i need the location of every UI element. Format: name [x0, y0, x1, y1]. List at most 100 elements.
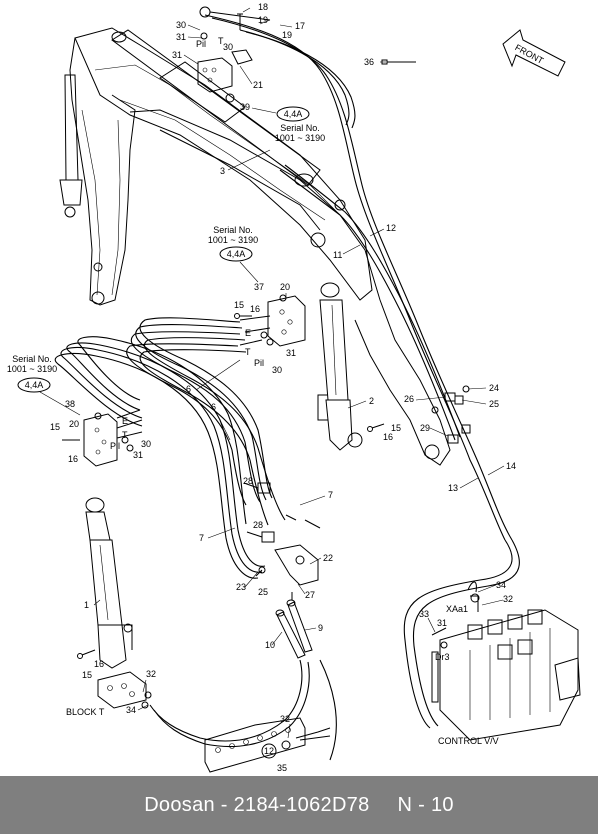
callout: 12	[264, 746, 274, 756]
serial-line1: Serial No.	[213, 225, 253, 235]
control-valve-label: CONTROL V/V	[438, 736, 499, 746]
callout: 18	[258, 2, 268, 12]
callout: 28	[243, 476, 253, 486]
callout: 19	[282, 30, 292, 40]
callout-ref: 39	[240, 102, 250, 112]
callout: 20	[69, 419, 79, 429]
callout: 11	[333, 250, 342, 260]
callout: 16	[68, 454, 78, 464]
callout: 31	[286, 348, 296, 358]
callout: 30	[141, 439, 151, 449]
callout: 16	[383, 432, 393, 442]
port-t: T	[122, 430, 128, 440]
top-valve-block	[197, 6, 271, 103]
block-t	[97, 671, 152, 709]
callout: 29	[420, 423, 430, 433]
callout: 16	[250, 304, 260, 314]
control-valve	[431, 581, 581, 741]
port-e: E	[245, 328, 251, 338]
callout: 15	[391, 423, 401, 433]
callout: 17	[295, 21, 305, 31]
serial-line2: 1001 ~ 3190	[208, 235, 258, 245]
callout: 2	[369, 396, 374, 406]
callout: 15	[50, 422, 60, 432]
port-pil: Pil	[196, 39, 206, 49]
document-code: Doosan - 2184-1062D78	[144, 793, 370, 816]
port-dr3: Dr3	[435, 652, 450, 662]
badge-text: 4,4A	[227, 249, 246, 259]
callout: 26	[404, 394, 414, 404]
callout: 3	[220, 166, 225, 176]
diagram-svg: .ln { stroke:#000; stroke-width:1; fill:…	[7, 2, 581, 773]
serial-line1: Serial No.	[12, 354, 52, 364]
port-t: T	[218, 36, 224, 46]
left-valve-block	[62, 409, 143, 467]
callout: 15	[82, 670, 92, 680]
serial-badge-top: 4,4A Serial No. 1001 ~ 3190 39	[240, 102, 325, 143]
callout: 34	[496, 580, 506, 590]
callout: 31	[172, 50, 182, 60]
callout: 30	[272, 365, 282, 375]
callout: 34	[126, 705, 136, 715]
callout: 32	[280, 714, 290, 724]
hose-loops-left	[54, 336, 266, 579]
badge-text: 4,4A	[284, 109, 303, 119]
callout: 12	[386, 223, 396, 233]
serial-line2: 1001 ~ 3190	[275, 133, 325, 143]
badge-text: 4,4A	[25, 380, 44, 390]
callout: 36	[364, 57, 374, 67]
callouts: 18 19 17 19 30 31 30 31 21 36 3 12 11 20…	[50, 2, 516, 773]
distribution-block	[204, 717, 331, 773]
serial-badge-left: Serial No. 1001 ~ 3190 4,4A 38	[7, 354, 81, 416]
boom-structure	[59, 27, 451, 466]
callout: 19	[258, 15, 268, 25]
callout: 22	[323, 553, 333, 563]
port-e: E	[122, 416, 128, 426]
callout: 28	[253, 520, 263, 530]
front-arrow-icon	[502, 29, 566, 77]
cylinder-1	[85, 497, 133, 669]
callout: 15	[234, 300, 244, 310]
callout: 24	[489, 383, 499, 393]
boom-hoses	[204, 14, 513, 541]
hydraulic-parts-diagram: .ln { stroke:#000; stroke-width:1; fill:…	[7, 2, 581, 773]
callout-ref: 37	[254, 282, 264, 292]
serial-badge-mid: Serial No. 1001 ~ 3190 4,4A 37	[208, 225, 264, 292]
serial-line1: Serial No.	[280, 123, 320, 133]
pipes-9-10	[275, 599, 313, 659]
callout: 31	[176, 32, 186, 42]
page-number: N - 10	[397, 793, 454, 816]
callout-ref: 38	[65, 399, 75, 409]
callout: 7	[328, 490, 333, 500]
arm-cylinder	[317, 282, 363, 451]
callout: 27	[305, 590, 315, 600]
middle-valve-block	[239, 294, 306, 347]
hose-loops-6	[126, 317, 286, 526]
boom-cylinder	[111, 29, 321, 187]
callout: 10	[265, 640, 275, 650]
port-pil: Pil	[254, 358, 264, 368]
fasteners	[77, 313, 385, 659]
callout: 30	[176, 20, 186, 30]
callout: 33	[419, 609, 429, 619]
front-label: FRONT	[513, 42, 545, 66]
callout: 32	[503, 594, 513, 604]
callout: 23	[236, 582, 246, 592]
callout: 25	[489, 399, 499, 409]
callout: 30	[223, 42, 233, 52]
callout: 6	[186, 384, 191, 394]
callout: 31	[437, 618, 447, 628]
leader-lines	[93, 7, 505, 739]
callout: 35	[277, 763, 287, 773]
callout: 7	[199, 533, 204, 543]
callout: 16	[94, 659, 104, 669]
bottom-hoses	[149, 539, 520, 761]
port-t: T	[245, 347, 251, 357]
serial-line2: 1001 ~ 3190	[7, 364, 57, 374]
footer-bar: Doosan - 2184-1062D78 N - 10	[0, 776, 598, 834]
callout: 20	[280, 282, 290, 292]
callout: 14	[506, 461, 516, 471]
bracket-22	[255, 544, 319, 600]
callout: 1	[84, 600, 89, 610]
callout: 21	[253, 80, 263, 90]
